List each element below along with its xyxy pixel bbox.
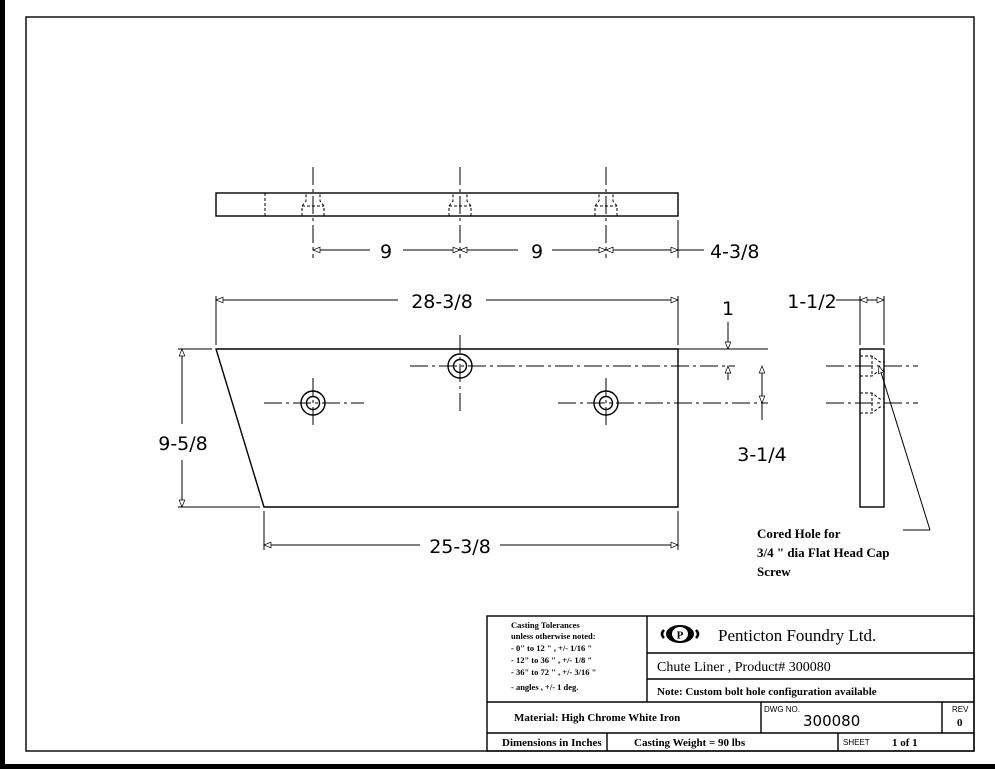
dwg-label: DWG NO. xyxy=(764,705,800,714)
top-view-hidden-hole-2 xyxy=(448,193,472,216)
bolt-hole-note: Note: Custom bolt hole configuration ava… xyxy=(657,686,877,698)
company-logo: P xyxy=(660,625,700,643)
dim-top-length: 28-3/8 xyxy=(411,291,473,313)
dimensions-unit: Dimensions in Inches xyxy=(502,737,602,749)
tolerance-line-3: - 0" to 12 " , +/- 1/16 " xyxy=(511,643,592,653)
company-name: Penticton Foundry Ltd. xyxy=(718,626,876,645)
tolerance-line-5: - 36" to 72 " , +/- 3/16 " xyxy=(511,667,596,677)
cored-hole-note: Cored Hole for 3/4 " dia Flat Head Cap S… xyxy=(757,526,890,579)
casting-weight: Casting Weight = 90 lbs xyxy=(634,737,746,749)
dim-height: 9-5/8 xyxy=(158,433,208,455)
dim-spacing-1: 9 xyxy=(380,241,392,263)
top-view: 9 9 4-3/8 xyxy=(215,167,760,263)
rev-value: 0 xyxy=(957,717,963,729)
logo-letter: P xyxy=(677,630,684,642)
dwg-number: 300080 xyxy=(803,712,860,730)
bolt-hole-center xyxy=(447,353,473,379)
sheet-value: 1 of 1 xyxy=(892,737,918,749)
top-view-hidden-hole-3 xyxy=(594,193,618,216)
dim-bottom-length: 25-3/8 xyxy=(429,536,491,558)
dim-end-offset: 4-3/8 xyxy=(710,241,760,263)
tolerance-line-1: Casting Tolerances xyxy=(511,620,580,630)
product-title: Chute Liner , Product# 300080 xyxy=(657,660,831,675)
dim-hole-spacing-vertical: 3-1/4 xyxy=(737,444,787,466)
note-line-1: Cored Hole for xyxy=(757,526,841,541)
front-view: 28-3/8 25-3/8 9-5/8 1 3-1/4 xyxy=(158,291,787,558)
bolt-hole-left xyxy=(300,390,326,416)
tolerance-line-2: unless otherwise noted: xyxy=(511,631,596,641)
rev-label: REV xyxy=(952,705,969,714)
dim-spacing-2: 9 xyxy=(531,241,543,263)
side-view: 1-1/2 xyxy=(787,291,931,531)
sheet-label: SHEET xyxy=(843,738,870,747)
top-view-hidden-hole-1 xyxy=(301,193,325,216)
dim-thickness: 1-1/2 xyxy=(787,291,837,313)
note-line-2: 3/4 " dia Flat Head Cap xyxy=(757,545,890,560)
tolerance-line-6: - angles , +/- 1 deg. xyxy=(511,682,578,692)
title-block: Casting Tolerances unless otherwise note… xyxy=(486,615,975,752)
dim-hole-offset: 1 xyxy=(722,298,734,320)
tolerance-notes: Casting Tolerances unless otherwise note… xyxy=(511,620,596,692)
material: Material: High Chrome White Iron xyxy=(514,712,680,724)
tolerance-line-4: - 12" to 36 " , +/- 1/8 " xyxy=(511,655,592,665)
note-line-3: Screw xyxy=(757,564,791,579)
bolt-hole-right xyxy=(593,390,619,416)
